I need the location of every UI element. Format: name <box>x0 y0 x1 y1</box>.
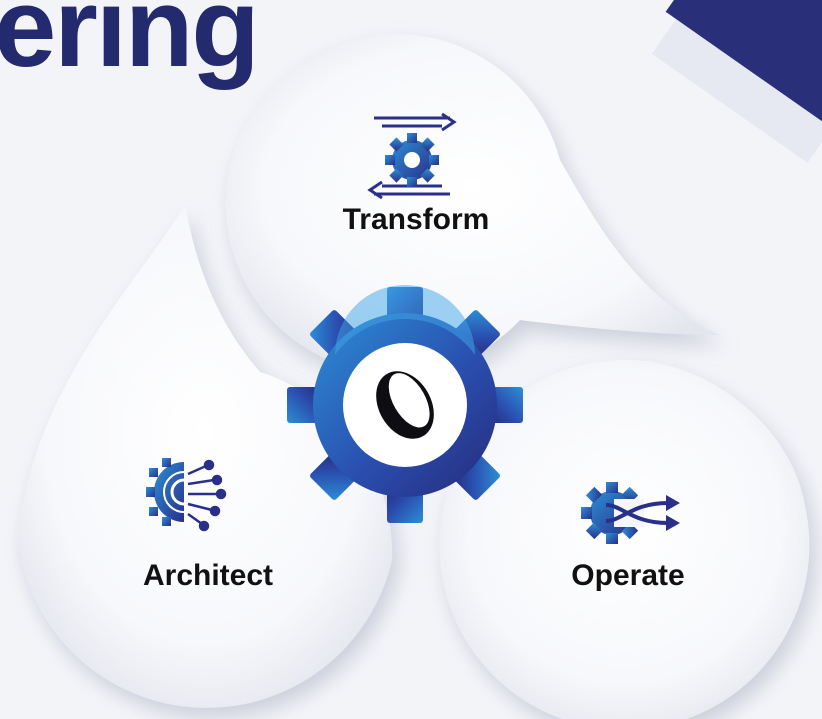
petal-operate <box>439 359 810 719</box>
circuit-gear-icon <box>146 458 227 532</box>
gear-shuffle-icon <box>581 482 680 544</box>
petal-transform <box>225 33 720 374</box>
node-label-operate: Operate <box>571 559 685 592</box>
petal-architect <box>18 205 393 708</box>
node-label-architect: Architect <box>142 559 274 592</box>
node-label-transform: Transform <box>342 203 490 236</box>
central-gear-logo-icon <box>287 285 523 523</box>
page-title: ering <box>0 0 260 90</box>
